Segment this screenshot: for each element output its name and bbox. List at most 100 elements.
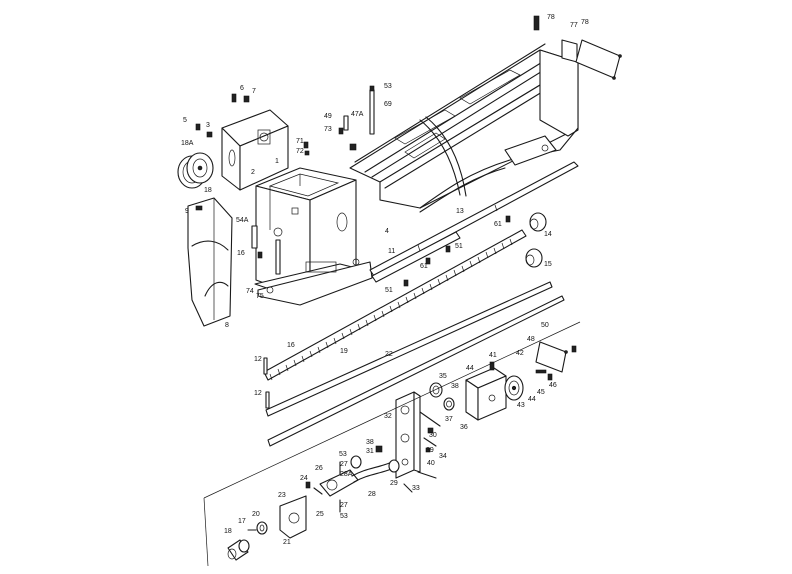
part-label-18: 18 <box>204 187 212 194</box>
part-label-29: 29 <box>390 480 398 487</box>
part-label-35: 35 <box>439 373 447 380</box>
part-label-3: 3 <box>206 122 210 129</box>
part-label-40: 40 <box>427 460 435 467</box>
part-label-18b: 18 <box>224 528 232 535</box>
part-label-34: 34 <box>439 453 447 460</box>
motor-bracket <box>221 109 289 191</box>
feed-rod-13 <box>369 161 579 277</box>
part-label-5: 5 <box>183 117 187 124</box>
part-label-53a: 53 <box>384 83 392 90</box>
part-label-23: 23 <box>278 492 286 499</box>
part-label-77: 77 <box>570 22 578 29</box>
bolts <box>195 15 577 489</box>
part-label-75: 75 <box>256 293 264 300</box>
part-label-22: 22 <box>385 351 393 358</box>
part-label-28: 28 <box>368 491 376 498</box>
part-label-2: 2 <box>251 169 255 176</box>
part-label-26: 26 <box>315 465 323 472</box>
part-label-44x: 44 <box>466 365 474 372</box>
knob-18 <box>227 539 250 561</box>
subassembly-outline <box>203 321 581 567</box>
part-label-12a: 12 <box>254 356 262 363</box>
part-label-49: 49 <box>324 113 332 120</box>
part-label-16b: 16 <box>287 342 295 349</box>
part-label-53b: 53 <box>339 451 347 458</box>
part-label-17: 17 <box>238 518 246 525</box>
part-label-32: 32 <box>384 413 392 420</box>
small-screws <box>247 461 341 531</box>
part-label-15: 15 <box>544 261 552 268</box>
part-label-12b: 12 <box>254 390 262 397</box>
part-label-53c: 53 <box>340 513 348 520</box>
part-label-21: 21 <box>283 539 291 546</box>
block-41 <box>465 367 507 421</box>
lead-screw <box>263 229 527 381</box>
part-label-50: 50 <box>541 322 549 329</box>
part-label-30: 30 <box>429 432 437 439</box>
end-cover-plate <box>575 39 622 80</box>
part-label-38: 38 <box>451 383 459 390</box>
belt-guard <box>187 197 233 327</box>
part-label-45: 45 <box>537 389 545 396</box>
part-label-9: 9 <box>185 208 189 215</box>
part-label-47A: 47A <box>351 111 364 118</box>
part-label-61a: 61 <box>494 221 502 228</box>
part-label-27b: 27 <box>340 502 348 509</box>
bracket-32 <box>395 391 421 479</box>
part-label-46: 46 <box>549 382 557 389</box>
part-label-16: 16 <box>237 250 245 257</box>
lathe-bed <box>349 39 579 213</box>
rack-11 <box>371 231 461 283</box>
part-label-1: 1 <box>275 158 279 165</box>
part-label-44: 44 <box>528 396 536 403</box>
part-label-6: 6 <box>240 85 244 92</box>
part-label-7: 7 <box>252 88 256 95</box>
spacer-20 <box>256 521 268 535</box>
part-label-61b: 61 <box>420 263 428 270</box>
part-label-38b: 38 <box>366 439 374 446</box>
motor-pulley <box>177 152 214 189</box>
headstock-casting <box>254 167 373 306</box>
part-label-78a: 78 <box>547 14 555 21</box>
part-label-39: 39 <box>426 447 434 454</box>
part-label-4: 4 <box>385 228 389 235</box>
part-label-33: 33 <box>412 485 420 492</box>
pins <box>403 411 441 493</box>
part-label-8: 8 <box>225 322 229 329</box>
part-label-51a: 51 <box>455 243 463 250</box>
part-label-14: 14 <box>544 231 552 238</box>
part-label-27a: 27 <box>340 461 348 468</box>
part-label-20: 20 <box>252 511 260 518</box>
part-label-25: 25 <box>316 511 324 518</box>
bracket-21 <box>279 495 307 539</box>
part-label-18A: 18A <box>181 140 194 147</box>
part-label-19: 19 <box>340 348 348 355</box>
part-label-51b: 51 <box>385 287 393 294</box>
part-label-78b: 78 <box>581 19 589 26</box>
part-label-72: 72 <box>296 148 304 155</box>
part-label-43: 43 <box>517 402 525 409</box>
part-label-41: 41 <box>489 352 497 359</box>
handwheel-43 <box>504 375 524 401</box>
part-label-37: 37 <box>445 416 453 423</box>
part-label-42: 42 <box>516 350 524 357</box>
part-label-28A: 28A <box>340 471 353 478</box>
plate-48 <box>535 341 568 373</box>
part-label-13: 13 <box>456 208 464 215</box>
part-label-54A: 54A <box>236 217 249 224</box>
part-label-74: 74 <box>246 288 254 295</box>
lever-arm <box>319 455 400 497</box>
part-label-48: 48 <box>527 336 535 343</box>
part-label-24: 24 <box>300 475 308 482</box>
part-label-31: 31 <box>366 448 374 455</box>
part-label-69: 69 <box>384 101 392 108</box>
washers <box>429 382 455 411</box>
feed-shaft-19 <box>265 281 553 417</box>
part-label-73: 73 <box>324 126 332 133</box>
part-label-11: 11 <box>388 248 395 255</box>
part-label-71: 71 <box>296 138 304 145</box>
collar-15 <box>525 248 543 268</box>
